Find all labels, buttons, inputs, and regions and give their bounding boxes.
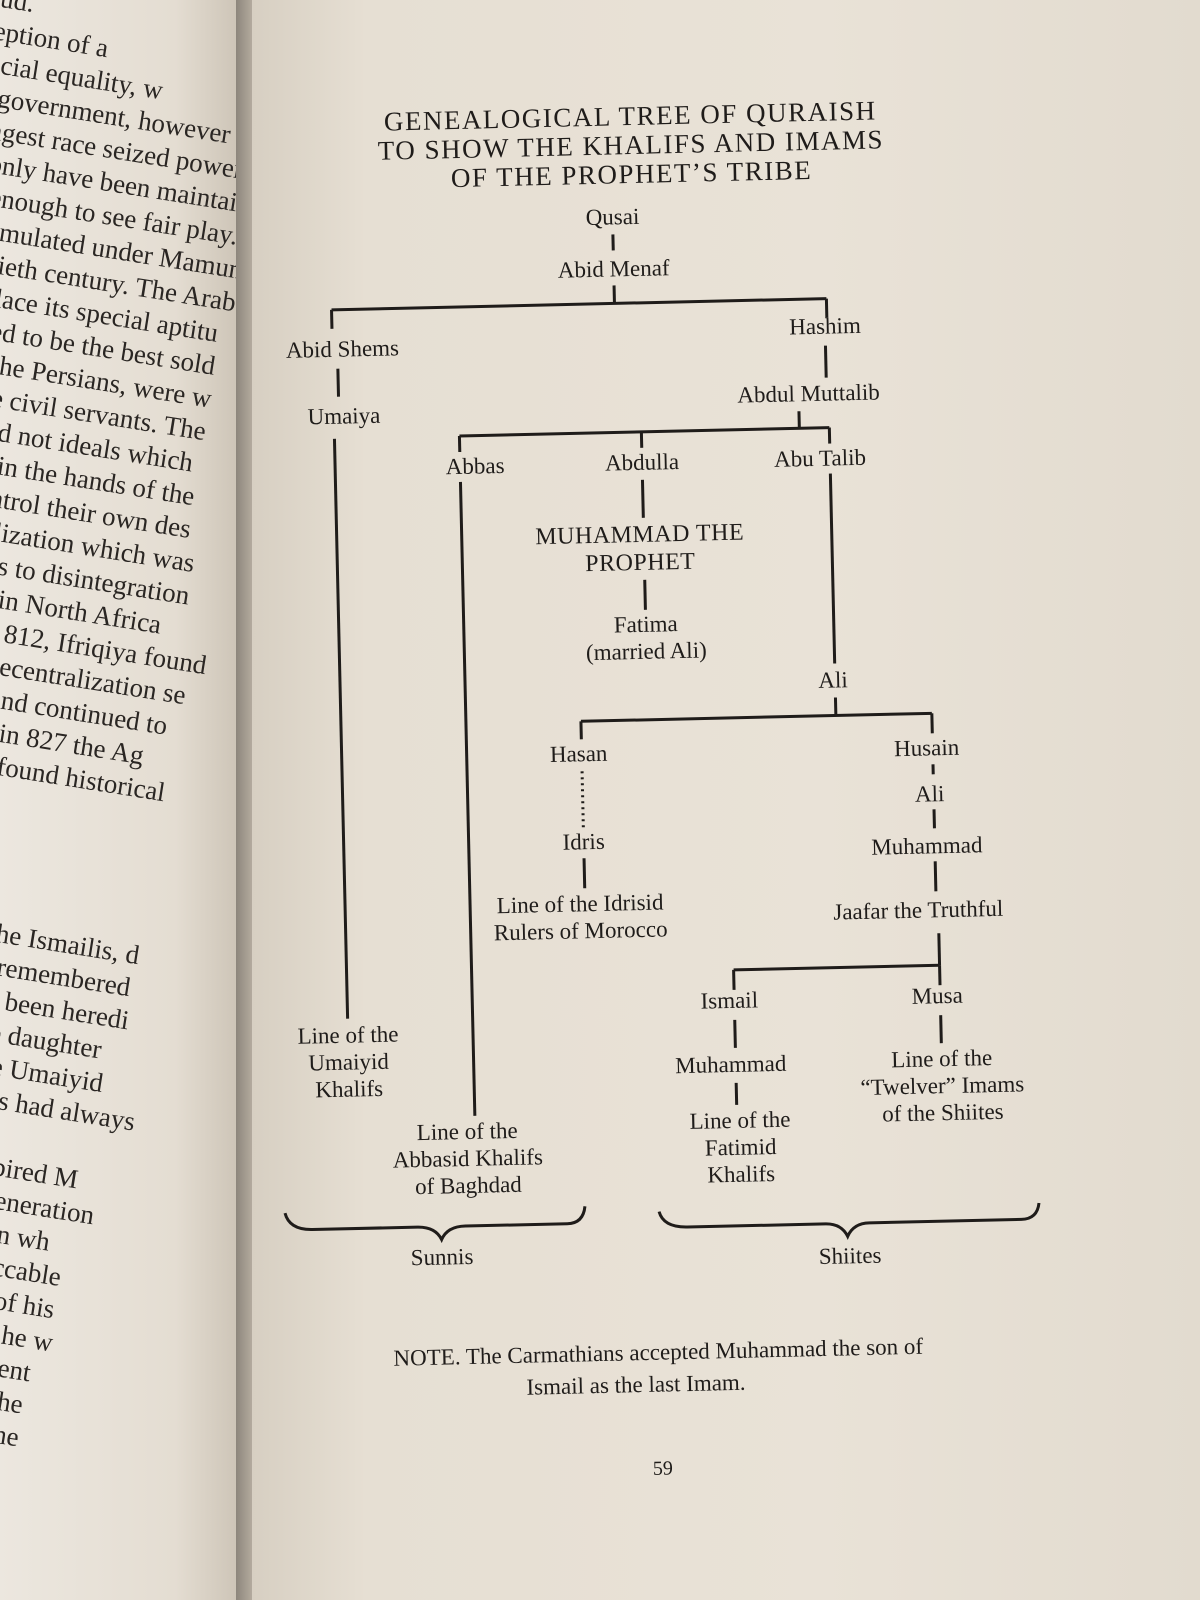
- node-twelver-line-1: Line of the: [891, 1045, 992, 1072]
- node-muhammad-2: Muhammad: [871, 832, 983, 860]
- bar-ali-children: [580, 711, 932, 723]
- node-abbas: Abbas: [445, 453, 504, 479]
- bar-jaafar-children: [733, 963, 940, 972]
- bar-abdul-muttalib-children: [459, 426, 830, 438]
- edge-muhammad-jaafar: [933, 861, 938, 892]
- node-jaafar: Jaafar the Truthful: [833, 896, 1003, 925]
- edge-musa-twelver-line: [939, 1015, 943, 1044]
- edge-hashim-abdul-muttalib: [823, 345, 828, 378]
- node-twelver-line-2: “Twelver” Imams: [860, 1071, 1024, 1100]
- bar-abid-menaf-children: [331, 297, 827, 312]
- node-idris: Idris: [562, 829, 605, 855]
- node-abbasid-line-3: of Baghdad: [415, 1172, 523, 1199]
- node-fatimid-line-1: Line of the: [689, 1107, 790, 1134]
- edge-abu-talib-ali: [828, 473, 837, 664]
- node-twelver-line-3: of the Shiites: [882, 1099, 1004, 1127]
- group-sunnis-label: Sunnis: [410, 1244, 473, 1270]
- edge-ismail-muhammad: [733, 1019, 737, 1048]
- node-husain: Husain: [894, 735, 960, 761]
- node-umaiyid-line-2: Umaiyid: [308, 1049, 390, 1076]
- node-abid-shems: Abid Shems: [286, 335, 400, 363]
- node-umaiya: Umaiya: [307, 403, 380, 430]
- node-abdul-muttalib: Abdul Muttalib: [737, 379, 880, 407]
- node-hashim: Hashim: [789, 313, 861, 340]
- sunnis-brace: [283, 1206, 587, 1244]
- node-fatima-line-1: Fatima: [614, 611, 678, 637]
- shiites-brace: [657, 1202, 1041, 1240]
- edge-idris-idrisid-line: [582, 858, 587, 889]
- note-line-2: Ismail as the last Imam.: [526, 1370, 746, 1400]
- node-abu-talib: Abu Talib: [774, 445, 866, 472]
- edge-umaiya-umaiyid-line: [332, 438, 350, 1019]
- page-number: 59: [653, 1457, 673, 1479]
- node-fatimid-line-3: Khalifs: [707, 1161, 775, 1188]
- node-fatima-line-2: (married Ali): [586, 637, 707, 665]
- node-muhammad-3: Muhammad: [675, 1051, 787, 1079]
- node-umaiyid-line-1: Line of the: [297, 1022, 398, 1049]
- node-ismail: Ismail: [700, 987, 758, 1013]
- node-idrisid-line-2: Rulers of Morocco: [494, 916, 668, 945]
- node-umaiyid-line-3: Khalifs: [315, 1076, 383, 1103]
- node-abbasid-line-2: Abbasid Khalifs: [392, 1144, 543, 1172]
- node-ali: Ali: [818, 667, 848, 693]
- edge-abdulla-muhammad: [640, 479, 645, 518]
- node-idrisid-line-1: Line of the Idrisid: [496, 889, 664, 918]
- node-fatimid-line-2: Fatimid: [705, 1134, 778, 1161]
- node-qusai: Qusai: [585, 204, 639, 230]
- group-shiites-label: Shiites: [819, 1243, 882, 1269]
- node-musa: Musa: [911, 983, 963, 1009]
- right-page: [252, 0, 1200, 1600]
- edge-abid-shems-umaiya: [336, 368, 341, 397]
- node-muhammad-prophet-line-1: MUHAMMAD THE: [535, 520, 744, 551]
- edge-jaafar-bar: [937, 933, 942, 966]
- node-abbasid-line-1: Line of the: [416, 1118, 517, 1145]
- node-ali-2: Ali: [915, 781, 945, 807]
- edge-hasan-idris-dotted: [580, 771, 585, 830]
- note-line-1: NOTE. The Carmathians accepted Muhammad …: [393, 1334, 923, 1371]
- edge-muhammad-fatima: [643, 579, 647, 610]
- node-muhammad-prophet-line-2: PROPHET: [585, 549, 696, 577]
- node-abdulla: Abdulla: [605, 449, 680, 476]
- node-abid-menaf: Abid Menaf: [558, 255, 671, 283]
- node-hasan: Hasan: [550, 741, 609, 767]
- edge-abbas-abbasid-line: [458, 481, 477, 1116]
- tree-connectors: [330, 234, 943, 1116]
